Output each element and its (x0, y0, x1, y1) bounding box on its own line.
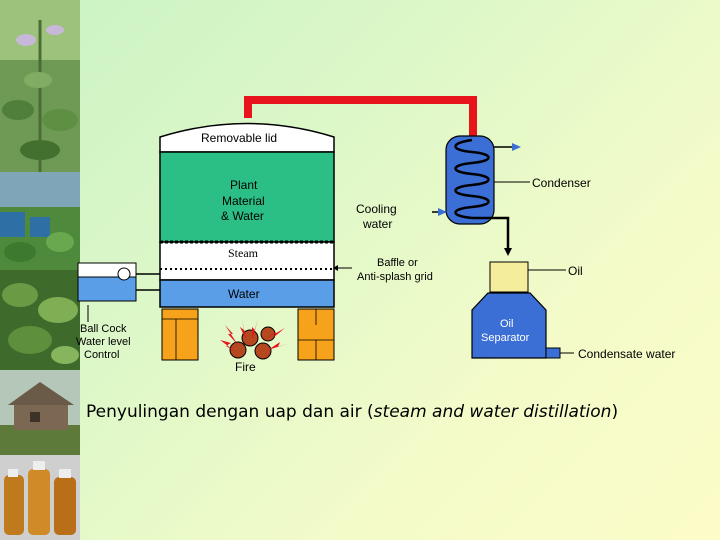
steam-space (159, 241, 335, 281)
coolant-out-arrow-icon (512, 143, 521, 151)
condensate-arrow-icon (504, 248, 512, 256)
coolant-in-arrow-icon (438, 208, 447, 216)
plant-label-1: Plant (230, 178, 258, 192)
oil-collector (489, 261, 529, 293)
ball-cock-float (117, 267, 131, 281)
ball-cock-label-3: Control (84, 349, 119, 361)
ball-cock-label-1: Ball Cock (80, 323, 127, 335)
baffle-label-1: Baffle or (377, 257, 418, 269)
basil-leaves-photo (0, 270, 80, 370)
plant-label-2: Material (222, 194, 265, 208)
vapor-pipe (244, 96, 477, 136)
fire-label: Fire (235, 360, 256, 374)
slide-caption: Penyulingan dengan uap dan air (steam an… (86, 402, 706, 422)
fire-icon (220, 318, 290, 360)
hut-photo (0, 370, 80, 455)
basil-plant-photo (0, 0, 80, 172)
separator-label-1: Oil (500, 318, 513, 330)
greenhouse-photo (0, 172, 80, 270)
cooling-label-2: water (362, 217, 392, 231)
caption-end: ) (611, 402, 619, 422)
condenser-coil (454, 138, 490, 220)
condenser-icon (445, 135, 495, 225)
photo-strip (0, 0, 80, 540)
ball-cock-label-2: Water level (76, 336, 131, 348)
oil-bottles-photo (0, 455, 80, 540)
plant-label-3: & Water (221, 209, 264, 223)
brick-support-left (161, 308, 199, 361)
condenser-label: Condenser (532, 176, 591, 190)
condensate-pipe (472, 216, 510, 248)
condensate-outlet (545, 347, 561, 359)
plant-material-chamber (159, 151, 335, 243)
condensate-label: Condensate water (578, 347, 675, 361)
water-label: Water (228, 287, 260, 301)
caption-italic: steam and water distillation (373, 402, 612, 422)
steam-label: Steam (228, 246, 259, 260)
distillation-diagram: Removable lid Plant Material & Water Ste… (76, 96, 675, 374)
baffle-label-2: Anti-splash grid (357, 271, 433, 283)
water-layer (159, 279, 335, 308)
oil-label: Oil (568, 264, 583, 278)
cooling-label-1: Cooling (356, 202, 397, 216)
separator-label-2: Separator (481, 332, 530, 344)
caption-main: Penyulingan dengan uap dan air ( (86, 402, 374, 422)
removable-lid-label: Removable lid (201, 131, 277, 145)
removable-lid (159, 122, 335, 153)
